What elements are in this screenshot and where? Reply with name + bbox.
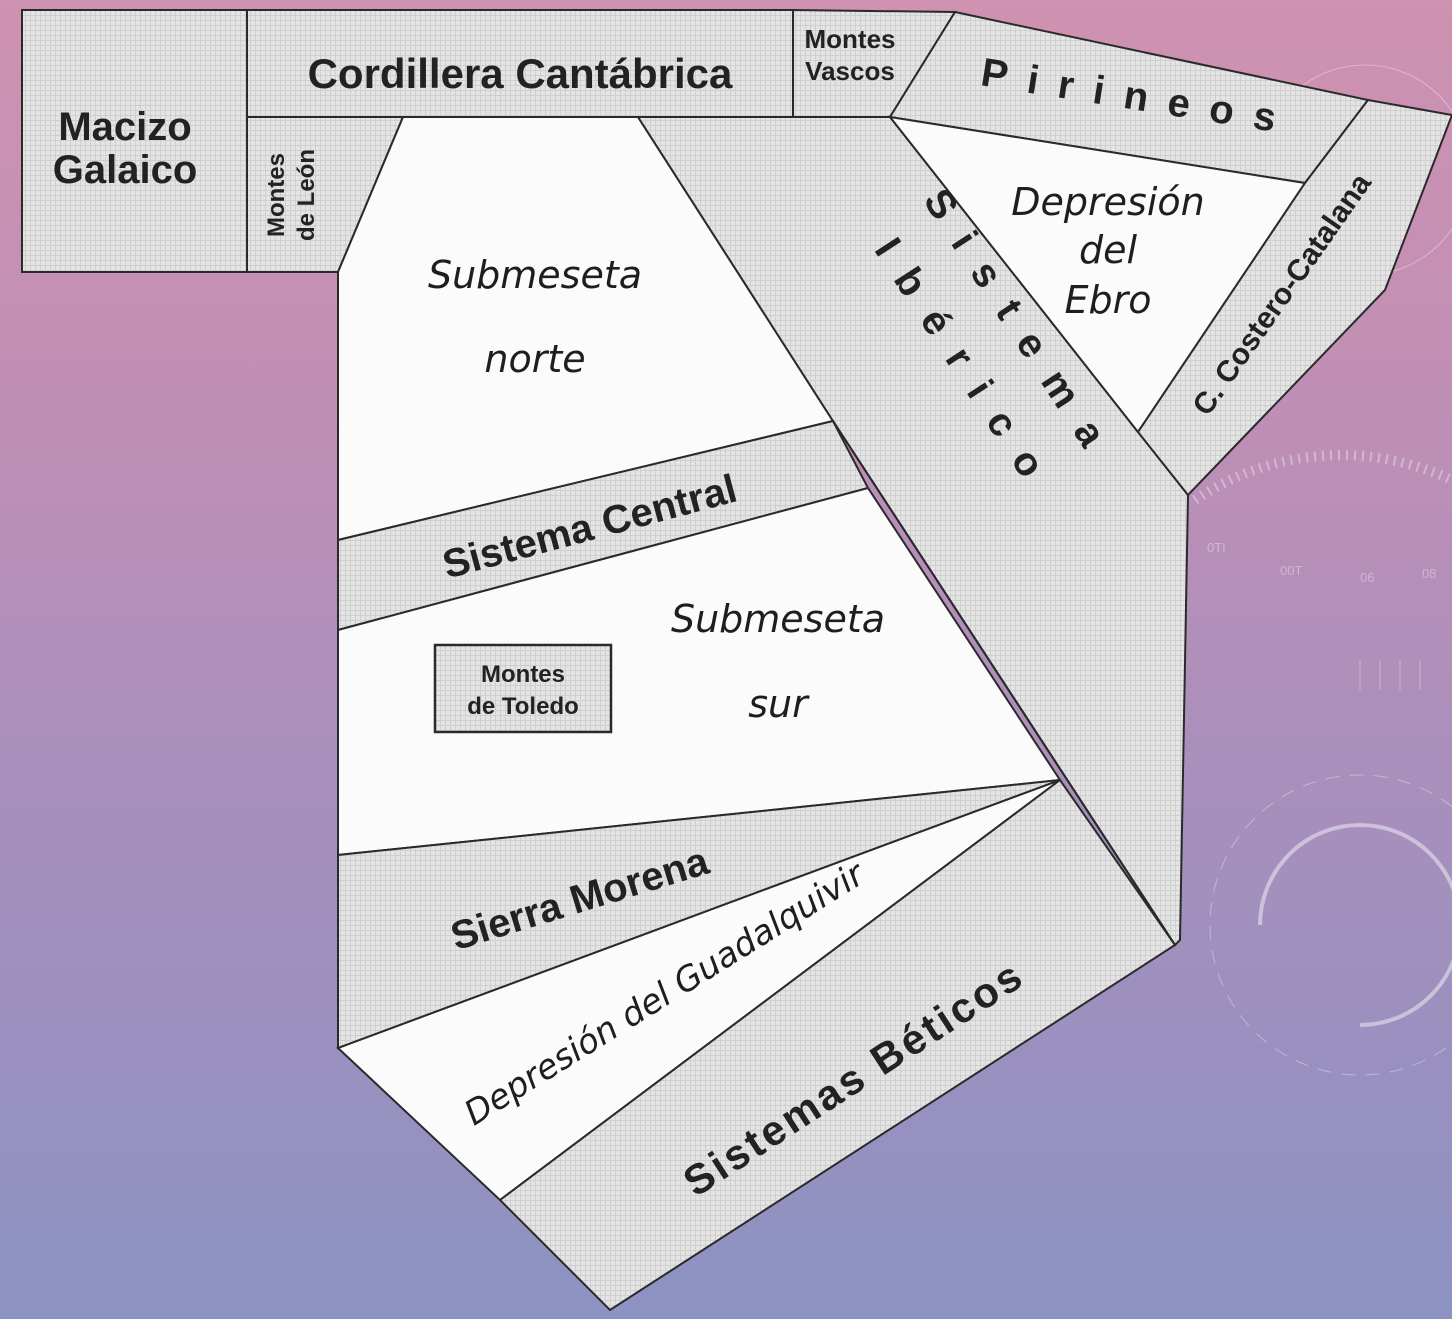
montes-de-toledo-box <box>433 643 613 734</box>
deco-arc <box>1258 823 1452 1027</box>
deco-dial-label-4: 08 <box>1422 566 1436 581</box>
label-montes-de-leon-line2: de León <box>293 149 320 241</box>
label-submeseta-sur-line2: sur <box>748 682 810 726</box>
deco-dial-label-3: 06 <box>1360 570 1374 585</box>
label-montes-vascos-line1: Montes <box>805 24 896 54</box>
label-montes-de-leon-line1: Montes <box>263 153 290 237</box>
label-montes-de-toledo-line1: Montes <box>481 661 565 688</box>
label-montes-vascos-line2: Vascos <box>805 56 895 86</box>
deco-dial-label-1: 0TI <box>1207 540 1226 555</box>
label-submeseta-sur-line1: Submeseta <box>671 597 885 641</box>
label-macizo-galaico-line1: Macizo <box>58 105 191 149</box>
label-depresion-ebro-line1: Depresión <box>1011 180 1204 224</box>
divider-iberico <box>832 420 1176 946</box>
deco-ring-dashed <box>1209 774 1452 1076</box>
label-montes-de-toledo-line2: de Toledo <box>467 693 579 720</box>
label-macizo-galaico-line2: Galaico <box>53 148 198 192</box>
label-cordillera-cantabrica: Cordillera Cantábrica <box>308 50 733 97</box>
label-depresion-ebro-line2: del <box>1079 228 1138 272</box>
label-depresion-ebro-line3: Ebro <box>1064 278 1151 322</box>
label-submeseta-norte-line2: norte <box>484 337 585 381</box>
label-submeseta-norte-line1: Submeseta <box>428 253 642 297</box>
regions <box>21 8 1452 1312</box>
region-costero-catalana <box>1136 98 1452 497</box>
deco-dial-ticks <box>1192 450 1452 505</box>
deco-dial-label-2: 00T <box>1280 563 1302 578</box>
